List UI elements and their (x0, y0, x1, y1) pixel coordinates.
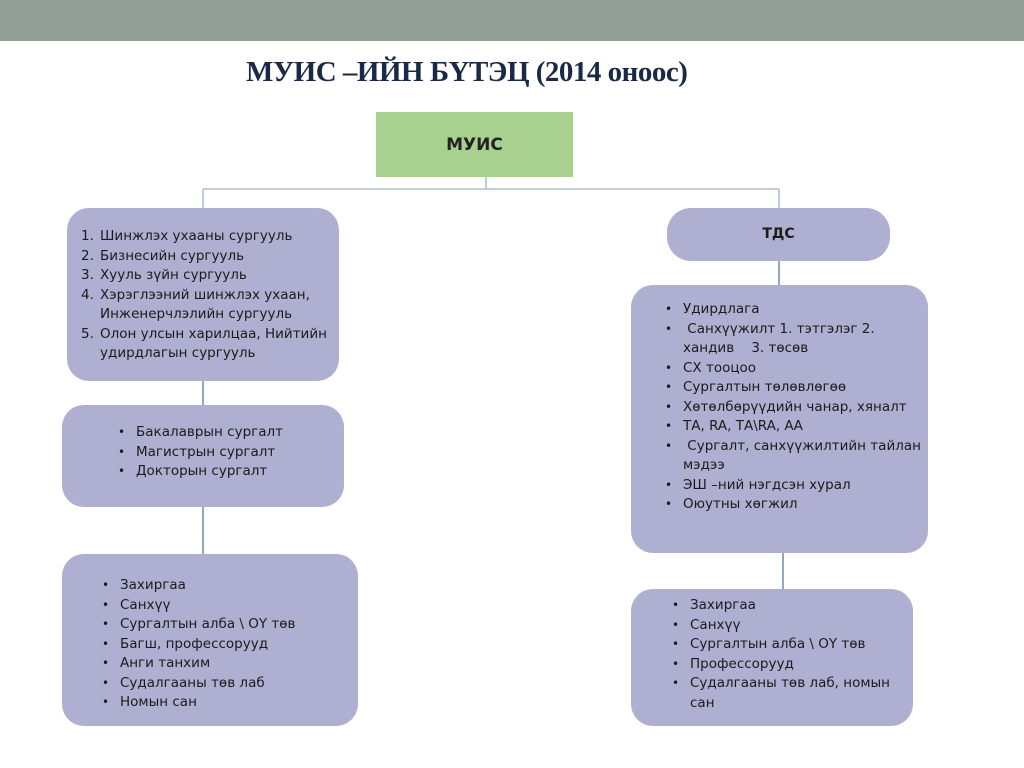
list-item: • Сургалтын төлөвлөгөө (661, 378, 928, 398)
left-admin-box: •Захиргаа • Санхүү • Сургалтын алба \ ОҮ… (62, 554, 358, 726)
list-item: • Хөтөлбөрүүдийн чанар, хяналт (661, 398, 928, 418)
list-item: • ТА, RA, ТА\RA, АА (661, 417, 928, 437)
root-node-muis: МУИС (376, 112, 573, 177)
bullet-icon: • (665, 477, 673, 492)
degrees-box: •Бакалаврын сургалт •Магистрын сургалт •… (62, 405, 344, 507)
bullet-icon: • (672, 656, 680, 671)
list-item: •Бакалаврын сургалт (114, 423, 344, 443)
right-admin-list: •Захиргаа • Санхүү • Сургалтын алба \ ОҮ… (668, 596, 913, 713)
list-item: • Багш, профессорууд (98, 635, 358, 655)
schools-list: 1.Шинжлэх ухааны сургууль 2.Бизнесийн су… (81, 227, 339, 364)
list-item: • Сургалт, санхүүжилтийн тайлан мэдээ (665, 437, 1012, 474)
tds-node: ТДС (667, 208, 890, 261)
top-band (0, 0, 1024, 41)
list-item: •Оюутны хөгжил (661, 495, 928, 515)
list-item: 2.Бизнесийн сургууль (81, 247, 245, 264)
degrees-list: •Бакалаврын сургалт •Магистрын сургалт •… (114, 423, 344, 482)
list-item: • Судалгааны төв лаб, номын сан (672, 675, 891, 711)
list-item: 3.Хууль зүйн сургууль (81, 267, 247, 283)
list-item: • Санхүү (98, 596, 358, 616)
list-item: •Захиргаа (668, 596, 913, 616)
list-item: • ЭШ –ний нэгдсэн хурал (661, 476, 928, 496)
left-admin-list: •Захиргаа • Санхүү • Сургалтын алба \ ОҮ… (98, 576, 358, 713)
list-item: • Судалгааны төв лаб (98, 674, 358, 694)
bullet-icon: • (665, 321, 673, 336)
list-item: •Докторын сургалт (114, 462, 344, 482)
list-item: 5.Олон улсын харилцаа, Нийтийн удирдлагы… (81, 325, 327, 362)
bullet-icon: • (665, 399, 673, 414)
list-item: • Санхүү (668, 616, 913, 636)
bullet-icon: • (665, 419, 673, 433)
list-item: 1.Шинжлэх ухааны сургууль (81, 228, 293, 244)
bullet-icon: • (672, 617, 680, 632)
bullet-icon: • (665, 380, 673, 394)
list-item: • Номын сан (98, 693, 358, 713)
bullet-icon: • (118, 464, 126, 478)
bullet-icon: • (672, 598, 680, 612)
bullet-icon: • (665, 360, 673, 375)
tds-node-label: ТДС (762, 225, 795, 242)
list-item: •Удирдлага (661, 300, 928, 320)
list-item: • Анги танхим (98, 654, 358, 674)
bullet-icon: • (118, 425, 126, 439)
functions-list: •Удирдлага • Санхүүжилт 1. тэтгэлэг 2. х… (661, 300, 928, 515)
bullet-icon: • (665, 302, 673, 316)
bullet-icon: • (665, 438, 673, 453)
list-item: •Захиргаа (98, 576, 358, 596)
bullet-icon: • (665, 497, 673, 511)
list-item: •Магистрын сургалт (114, 443, 344, 463)
schools-box: 1.Шинжлэх ухааны сургууль 2.Бизнесийн су… (67, 208, 339, 381)
slide-title: МУИС –ИЙН БҮТЭЦ (2014 оноос) (246, 56, 688, 88)
list-item: • СХ тооцоо (661, 359, 928, 379)
bullet-icon: • (102, 617, 110, 631)
list-item: • Сургалтын алба \ ОҮ төв (98, 615, 358, 635)
bullet-icon: • (102, 675, 110, 690)
list-item: • Санхүүжилт 1. тэтгэлэг 2. хандив 3. тө… (665, 320, 879, 357)
bullet-icon: • (102, 597, 110, 612)
bullet-icon: • (102, 695, 110, 709)
list-item: • Сургалтын алба \ ОҮ төв (668, 635, 913, 655)
list-item: 4.Хэрэглээний шинжлэх ухаан, Инженерчлэл… (81, 286, 310, 323)
right-admin-box: •Захиргаа • Санхүү • Сургалтын алба \ ОҮ… (631, 589, 913, 726)
list-item: • Профессорууд (668, 655, 913, 675)
bullet-icon: • (118, 444, 126, 459)
bullet-icon: • (672, 676, 680, 690)
bullet-icon: • (672, 637, 680, 651)
bullet-icon: • (102, 656, 110, 670)
root-node-label: МУИС (446, 134, 503, 155)
bullet-icon: • (102, 636, 110, 651)
bullet-icon: • (102, 578, 110, 592)
functions-box: •Удирдлага • Санхүүжилт 1. тэтгэлэг 2. х… (631, 285, 928, 553)
